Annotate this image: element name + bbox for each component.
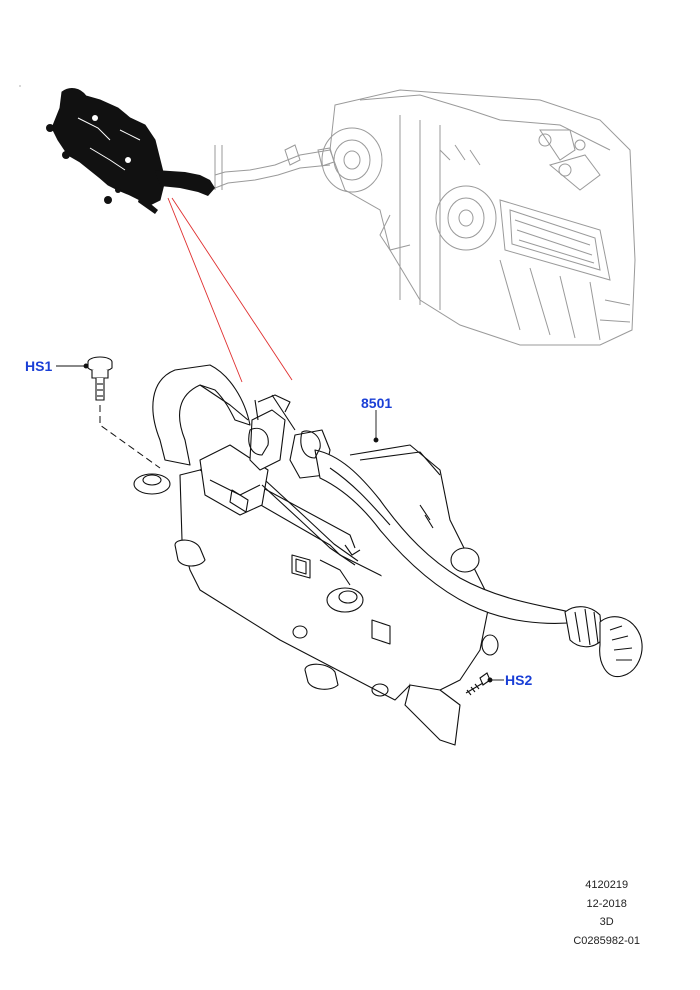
reference-number: 4120219 <box>585 879 629 891</box>
callout-8501[interactable]: 8501 <box>361 395 393 411</box>
callout-hs2[interactable]: HS2 <box>505 672 533 688</box>
hvac-assembly-context <box>214 89 636 346</box>
drawing-reference-block: 4120219 12-2018 3D C0285982-01 <box>573 876 640 950</box>
hs1-bolt <box>87 356 113 401</box>
hs2-screw <box>465 672 491 696</box>
magnification-leader-lines <box>167 197 293 383</box>
drawing-code: C0285982-01 <box>573 934 640 947</box>
corner-mark <box>19 85 21 87</box>
callout-leaders <box>56 363 504 683</box>
callout-hs1[interactable]: HS1 <box>25 358 53 374</box>
evaporative-canister-assembly <box>133 364 643 746</box>
canister-highlight-silhouette <box>46 88 215 214</box>
revision-date: 12-2018 <box>586 897 627 910</box>
hs1-install-path <box>99 405 161 469</box>
view-type: 3D <box>599 916 614 928</box>
